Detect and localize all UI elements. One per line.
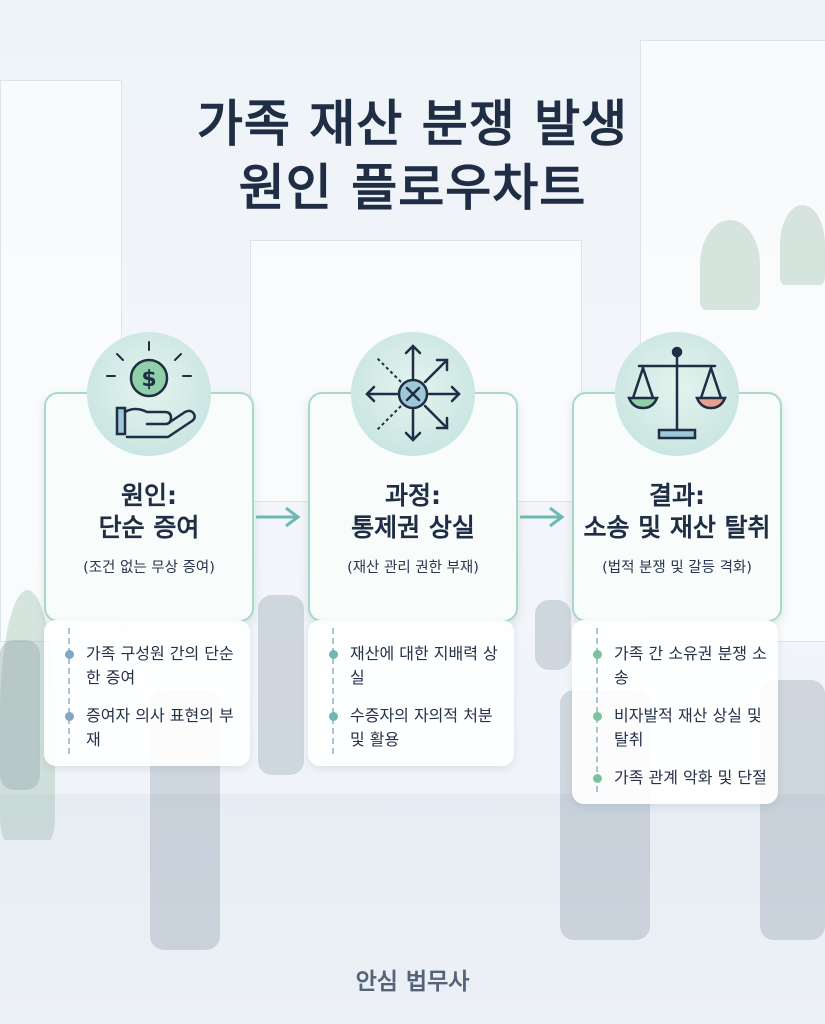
step-title: 단순 증여 (98, 513, 200, 542)
list-item: 가족 관계 악화 및 단절 (593, 766, 768, 790)
scattered-arrows-icon (351, 332, 475, 456)
step-details: 가족 간 소유권 분쟁 소송 비자발적 재산 상실 및 탈취 가족 관계 악화 … (572, 620, 778, 804)
step-label: 원인: (121, 481, 177, 510)
step-label: 결과: (649, 481, 705, 510)
dollar-giving-hand-icon: $ (87, 332, 211, 456)
step-title: 소송 및 재산 탈취 (583, 513, 771, 542)
brand-footer: 안심 법무사 (355, 969, 470, 995)
title-line-1: 가족 재산 분쟁 발생 (196, 95, 629, 153)
step-details: 재산에 대한 지배력 상실 수증자의 자의적 처분 및 활용 (308, 620, 514, 766)
list-item: 재산에 대한 지배력 상실 (329, 642, 504, 690)
list-item: 가족 간 소유권 분쟁 소송 (593, 642, 768, 690)
list-item: 비자발적 재산 상실 및 탈취 (593, 704, 768, 752)
svg-text:$: $ (141, 367, 156, 392)
balance-scale-icon (615, 332, 739, 456)
step-subtitle: (재산 관리 권한 부재) (347, 560, 479, 576)
arrow-right-icon (520, 506, 565, 528)
arrow-right-icon (256, 506, 301, 528)
step-subtitle: (법적 분쟁 및 갈등 격화) (602, 560, 752, 576)
list-item: 증여자 의사 표현의 부재 (65, 704, 240, 752)
page-title: 가족 재산 분쟁 발생 원인 플로우차트 (0, 92, 825, 220)
step-details: 가족 구성원 간의 단순한 증여 증여자 의사 표현의 부재 (44, 620, 250, 766)
step-label: 과정: (385, 481, 441, 510)
step-title: 통제권 상실 (351, 513, 475, 542)
list-item: 가족 구성원 간의 단순한 증여 (65, 642, 240, 690)
list-item: 수증자의 자의적 처분 및 활용 (329, 704, 504, 752)
title-line-2: 원인 플로우차트 (238, 159, 587, 217)
step-subtitle: (조건 없는 무상 증여) (83, 560, 215, 576)
